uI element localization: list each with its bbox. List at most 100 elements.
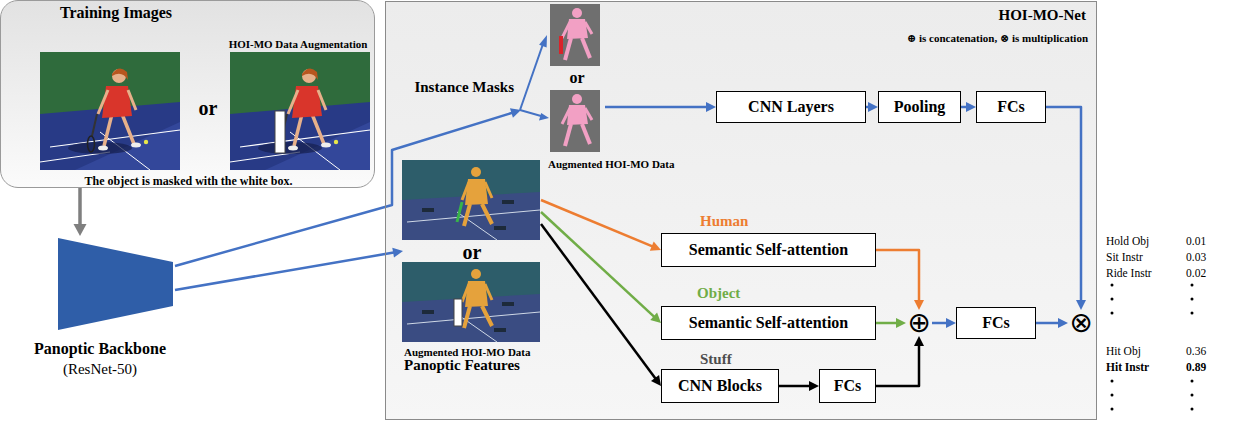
connector-line <box>876 344 919 386</box>
text-slot: Panoptic Features <box>404 356 564 374</box>
text-slot: The object is masked with the white box. <box>1 171 376 189</box>
operator-circle: ⊕ <box>906 310 932 336</box>
image-caption: HOI-MO Data Augmentation <box>229 38 368 50</box>
section-label: Instance Masks <box>414 79 514 95</box>
section-note: Augmented HOI-MO Data <box>404 346 531 358</box>
dot <box>1191 284 1194 287</box>
connector-line <box>541 224 656 380</box>
class-score: 0.36 <box>1186 345 1206 357</box>
connector-line <box>175 252 395 290</box>
box-label: Semantic Self-attention <box>689 241 849 259</box>
arrow-head <box>946 318 956 328</box>
text-slot: (ResNet-50) <box>25 360 175 378</box>
text-slot: or <box>403 241 541 264</box>
backbone-model: (ResNet-50) <box>63 361 137 377</box>
arrow-head <box>809 381 819 391</box>
process-box: FCs <box>819 369 876 403</box>
arrow-head <box>650 242 661 251</box>
box-label: FCs <box>834 377 862 395</box>
white-mask-box <box>275 111 285 153</box>
arrow-head <box>914 336 924 346</box>
connector <box>876 250 924 310</box>
mask-group: or <box>521 3 605 153</box>
fork-line <box>520 44 543 110</box>
edge-label: Human <box>700 213 748 229</box>
panel-title: Training Images <box>60 4 172 21</box>
instance-mask <box>550 90 600 152</box>
connector <box>779 381 819 391</box>
connector-line <box>175 112 513 266</box>
process-box: FCs <box>976 91 1046 123</box>
operator-circle: ⊗ <box>1068 310 1094 336</box>
fork-head <box>539 113 549 121</box>
arrow-head <box>896 318 906 328</box>
text-slot: 0.36 <box>1186 341 1226 359</box>
feature-group: or <box>403 161 541 341</box>
arrow-head <box>706 102 716 112</box>
connector <box>541 200 661 251</box>
connector-line <box>779 385 811 388</box>
symbol-note: ⊕ is concatenation, ⊗ is multiplication <box>907 32 1088 44</box>
class-name: Hold Obj <box>1106 235 1149 247</box>
connector <box>1036 318 1068 328</box>
class-name: Hit Instr <box>1106 361 1149 373</box>
backbone-name: Panoptic Backbone <box>34 340 166 357</box>
dot <box>1111 380 1114 383</box>
class-score: 0.02 <box>1186 267 1206 279</box>
class-score: 0.01 <box>1186 235 1206 247</box>
class-score: 0.89 <box>1186 361 1206 373</box>
text-slot: Sit Instr <box>1106 247 1184 265</box>
arrow-head <box>966 102 976 112</box>
dot <box>1111 298 1114 301</box>
backbone-node: Panoptic Backbone (ResNet-50) <box>25 236 175 382</box>
edge-label: Stuff <box>700 351 732 367</box>
arrow-head <box>868 102 878 112</box>
fork-head <box>539 35 547 47</box>
text-slot: HOI-MO Data Augmentation <box>223 34 373 52</box>
network-title: HOI-MO-Net <box>999 7 1086 23</box>
text-slot: Training Images <box>41 4 191 22</box>
dot <box>1111 312 1114 315</box>
connector-line <box>605 106 708 109</box>
instance-mask <box>550 4 600 66</box>
augmented-image <box>230 52 370 170</box>
dot <box>1191 312 1194 315</box>
arrow-head <box>510 108 521 118</box>
connector-line <box>876 322 898 325</box>
class-score: 0.03 <box>1186 251 1206 263</box>
text-slot: ⊕ is concatenation, ⊗ is multiplication <box>746 28 1088 46</box>
dot <box>1191 380 1194 383</box>
operator-symbol: ⊗ <box>1069 309 1092 337</box>
arrow-head <box>650 313 661 323</box>
dot <box>1191 298 1194 301</box>
text-slot: or <box>549 69 605 87</box>
image-panel: Training ImagesHOI-MO Data Augmentation o… <box>0 0 375 188</box>
operator-symbol: ⊕ <box>907 309 930 337</box>
process-box: FCs <box>956 307 1036 339</box>
edge-label: Object <box>697 285 740 301</box>
text-slot: 0.02 <box>1186 263 1226 281</box>
text-slot: 0.03 <box>1186 247 1226 265</box>
dot <box>1191 394 1194 397</box>
process-box: CNN Layers <box>716 91 866 123</box>
class-name: Ride Instr <box>1106 267 1152 279</box>
text-slot: Stuff <box>700 350 790 368</box>
object-segment <box>457 202 462 222</box>
connector-line <box>1036 322 1060 325</box>
connector-line <box>932 322 948 325</box>
panoptic-feature <box>402 160 540 240</box>
object-mask <box>559 36 563 54</box>
connector-line <box>541 200 654 247</box>
box-label: Pooling <box>894 98 946 116</box>
text-slot: Hit Obj <box>1106 341 1184 359</box>
connector <box>876 336 924 386</box>
class-name: Hit Obj <box>1106 345 1141 357</box>
text-slot: 0.89 <box>1186 357 1226 375</box>
connector-line <box>78 188 82 226</box>
connector <box>932 318 956 328</box>
or-word: or <box>199 97 218 119</box>
text-slot: Object <box>697 284 787 302</box>
text-slot: Ride Instr <box>1106 263 1184 281</box>
